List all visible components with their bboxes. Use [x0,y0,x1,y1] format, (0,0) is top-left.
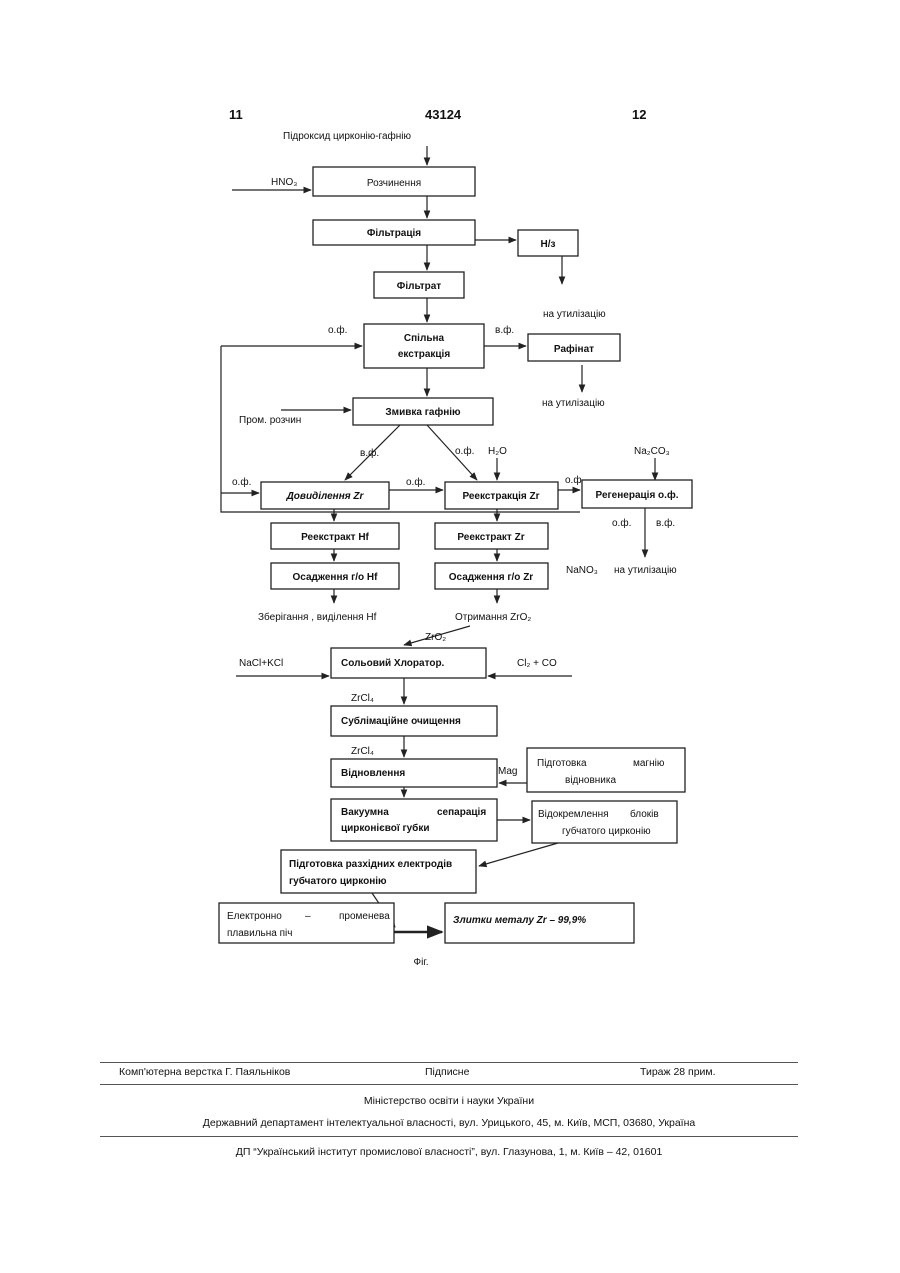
label-of-4: о.ф. [406,476,425,488]
label-zro2-get: Отримання ZrO₂ [455,612,531,623]
label-zr-reextract: Реекстракт Zr [457,532,524,543]
label-mag: Mag [498,766,517,777]
label-hf-precip: Осадження г/о Hf [293,572,379,583]
label-filtration: Фільтрація [367,228,421,239]
footer-rule-bottom [100,1136,798,1137]
footer-ministry: Міністерство освіти і науки України [100,1095,798,1107]
label-na-util: на утилізацію [614,565,677,576]
label-of-3: о.ф. [232,476,251,488]
label-ingots: Злитки металу Zr – 99,9% [453,915,586,926]
label-reduction: Відновлення [341,768,405,779]
footer-layout: Комп'ютерна верстка Г. Паяльніков [119,1066,290,1078]
label-sublimation: Сублімаційне очищення [341,715,461,727]
label-na2co3: Na₂CO₃ [634,446,670,457]
label-vacuum-1: Вакуумна [341,807,389,818]
label-of-6: о.ф. [612,517,631,529]
label-to-util-1: на утилізацію [543,309,606,320]
label-nano3: NaNO₃ [566,565,598,576]
footer-department: Державний департамент інтелектуальної вл… [100,1117,798,1129]
label-ebeam-3: плавильна піч [227,928,292,939]
label-vf-1: в.ф. [495,324,514,336]
box-extraction [364,324,484,368]
footer-rule-top [100,1062,798,1063]
label-of-regeneration: Регенерація о.ф. [596,489,679,501]
label-cl2-co: Cl₂ + CO [517,658,557,669]
label-of-1: о.ф. [328,324,347,336]
label-zr-precip: Осадження г/о Zr [449,572,534,583]
box-vacuum-separation [331,799,497,841]
label-dissolution: Розчинення [367,178,421,189]
footer-institute: ДП “Український інститут промислової вла… [100,1146,798,1158]
label-ni: Н/з [541,239,556,250]
label-electrodes-1: Підготовка разхідних електродів [289,859,452,870]
label-ebeam-2: променева [339,911,390,922]
label-vacuum-2: сепарація [437,807,486,818]
label-vacuum-3: цирконієвої губки [341,822,430,834]
footer-row: Комп'ютерна верстка Г. Паяльніков Підпис… [100,1066,798,1080]
label-ebeam-dash: – [305,911,311,922]
label-mg-prep-1: Підготовка [537,758,587,769]
label-hf-reextract: Реекстракт Hf [301,532,369,543]
footer-circulation: Тираж 28 прим. [640,1066,716,1078]
label-hno3: HNO₃ [271,177,297,188]
label-electrodes-2: губчатого цирконію [289,875,387,887]
label-vf-2: в.ф. [360,447,379,459]
label-input-hydroxide: Підроксид цирконію-гафнію [283,130,412,142]
arrow-separation-to-electrodes [479,843,558,866]
footer-signed: Підписне [425,1066,469,1078]
label-h2o: H₂O [488,446,507,457]
label-mg-prep-3: відновника [565,775,616,786]
label-mg-prep-2: магнію [633,758,665,769]
label-ebeam-1: Електронно [227,911,282,922]
label-zrcl4-1: ZrCl₄ [351,693,374,704]
label-nacl-kcl: NaCl+KCl [239,658,283,669]
label-separation-2: блоків [630,808,659,820]
label-zr-refinement: Довиділення Zr [286,491,365,502]
label-extraction-l1: Спільна [404,333,445,344]
label-vf-3: в.ф. [656,517,675,529]
label-filtrate: Фільтрат [397,281,442,292]
process-flowchart: Підроксид цирконію-гафнію HNO₃ Розчиненн… [0,0,900,1000]
label-zrcl4-2: ZrCl₄ [351,746,374,757]
label-to-util-2: на утилізацію [542,398,605,409]
label-zro2: ZrO₂ [425,632,446,643]
figure-caption: Фіг. [413,957,428,968]
label-zr-reextraction: Реекстракція Zr [462,491,539,502]
label-salt-chlorinator: Сольовий Хлоратор. [341,658,445,669]
label-extraction-l2: екстракція [398,349,450,360]
label-separation-1: Відокремлення [538,809,609,820]
label-raffinate: Рафінат [554,343,594,355]
label-separation-3: губчатого цирконію [562,825,651,837]
label-prom-solution: Пром. розчин [239,415,301,426]
footer-rule-middle [100,1084,798,1085]
label-hf-storage: Зберігання , виділення Hf [258,611,377,623]
label-hafnium-wash: Змивка гафнію [385,406,461,418]
label-of-2: о.ф. [455,445,474,457]
